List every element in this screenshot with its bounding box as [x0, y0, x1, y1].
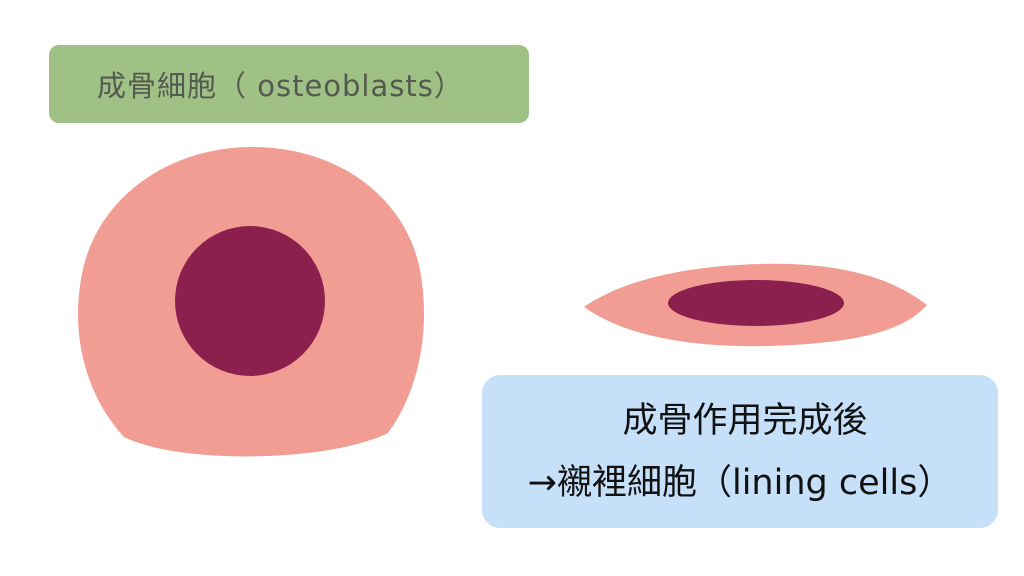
osteoblast-nucleus — [175, 226, 325, 376]
lining-cell-label: 成骨作用完成後 →襯裡細胞（lining cells） — [482, 375, 998, 528]
osteoblast-cell — [78, 146, 425, 457]
lining-cell — [584, 263, 927, 347]
lining-label-line1: 成骨作用完成後 — [622, 400, 868, 441]
lining-label-line2: →襯裡細胞（lining cells） — [527, 462, 953, 503]
osteoblast-label: 成骨細胞（ osteoblasts） — [49, 45, 529, 123]
lining-cell-nucleus — [668, 280, 844, 326]
